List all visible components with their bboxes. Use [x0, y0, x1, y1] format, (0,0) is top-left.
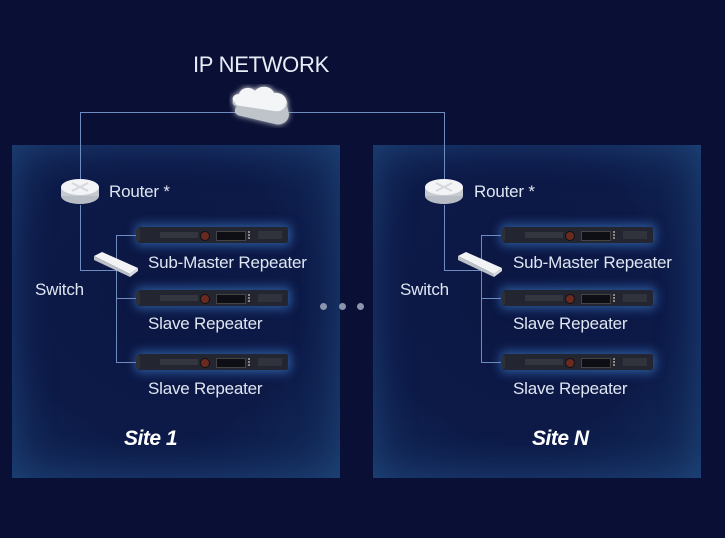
repeater-label: Sub-Master Repeater [513, 253, 672, 272]
switch-icon-site-1 [94, 252, 138, 277]
router-label-site-1: Router * [109, 182, 170, 201]
repeater-rack-icon [501, 227, 653, 243]
branch-line-3-site-1 [116, 362, 140, 363]
site-1-label: Site 1 [124, 427, 178, 450]
branch-line-1-site-n [481, 235, 505, 236]
repeater-label: Slave Repeater [513, 314, 628, 333]
site-n-label: Site N [532, 427, 589, 450]
network-line-site1 [80, 112, 81, 182]
site-n-box [373, 145, 701, 478]
repeater-rack-icon [136, 290, 288, 306]
router-label-site-n: Router * [474, 182, 535, 201]
switch-feed-line-site-n [444, 270, 481, 271]
branch-line-2-site-n [481, 298, 505, 299]
network-title: IP NETWORK [193, 52, 329, 77]
ellipsis-dot [320, 303, 327, 310]
switch-icon-site-n [458, 252, 502, 277]
repeater-bus-site-1 [116, 235, 117, 363]
branch-line-3-site-n [481, 362, 505, 363]
repeater-rack-icon [501, 290, 653, 306]
repeater-rack-icon [136, 227, 288, 243]
repeater-bus-site-n [481, 235, 482, 363]
repeater-rack-icon [136, 354, 288, 370]
branch-line-2-site-1 [116, 298, 140, 299]
repeater-label: Slave Repeater [148, 379, 263, 398]
network-line-siten [444, 112, 445, 182]
repeater-label: Slave Repeater [148, 314, 263, 333]
cloud-icon [232, 86, 289, 125]
router-icon-site-1 [61, 179, 99, 204]
repeater-rack-icon [501, 354, 653, 370]
router-switch-line-site-1 [80, 205, 81, 271]
repeater-label: Slave Repeater [513, 379, 628, 398]
switch-label-site-n: Switch [400, 280, 449, 299]
switch-label-site-1: Switch [35, 280, 84, 299]
router-icon-site-n [425, 179, 463, 204]
router-switch-line-site-n [444, 205, 445, 271]
repeater-label: Sub-Master Repeater [148, 253, 307, 272]
ellipsis-dot [339, 303, 346, 310]
branch-line-1-site-1 [116, 235, 140, 236]
switch-feed-line-site-1 [80, 270, 116, 271]
ellipsis-dot [357, 303, 364, 310]
